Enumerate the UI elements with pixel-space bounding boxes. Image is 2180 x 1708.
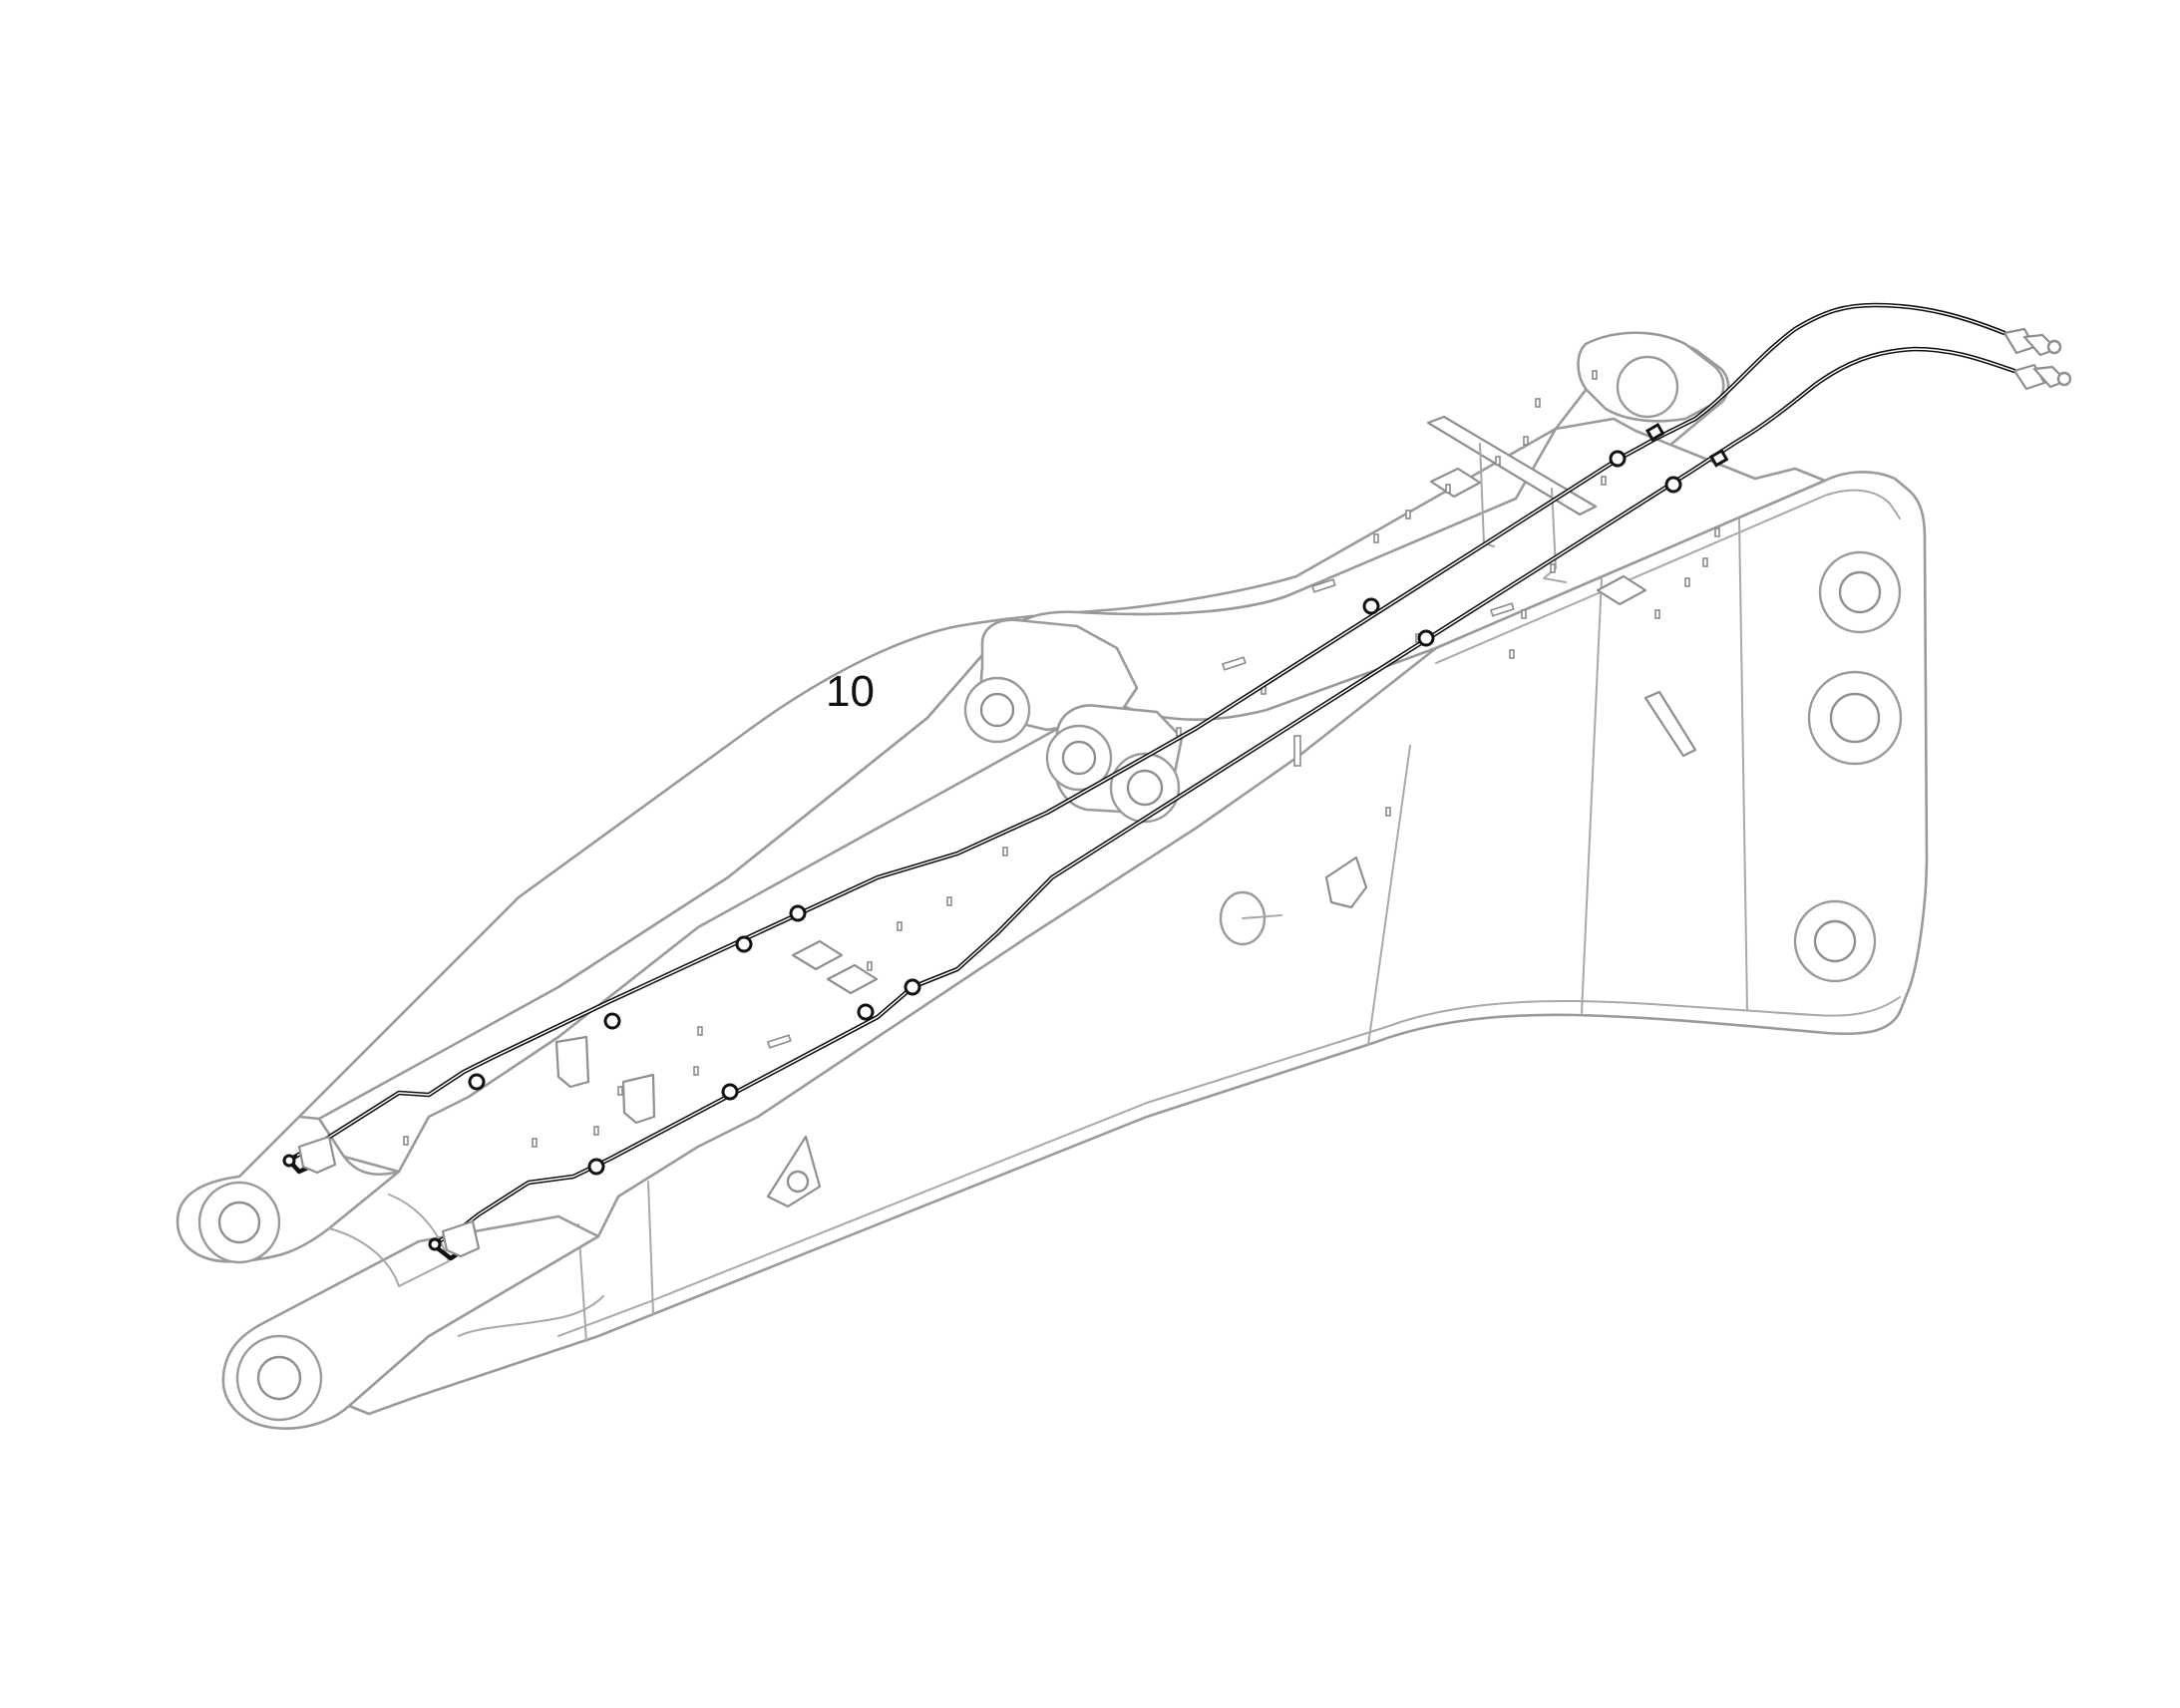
near-plate-lower-bevel (557, 996, 1901, 1337)
near-plate-seam-1 (1738, 517, 1748, 1010)
lower-hose (458, 1295, 604, 1337)
boom-top-deck (317, 417, 1827, 1174)
foot-fitting-near (428, 1237, 442, 1251)
foot-fitting-far (282, 1154, 296, 1168)
deck-pad-3 (791, 939, 844, 971)
angled-tab (1643, 690, 1697, 758)
callout-label-10: 10 (826, 667, 875, 716)
deck-slot-1 (1310, 578, 1336, 593)
pin-bore-bottom (1813, 919, 1857, 963)
foot-pin-far-inner (217, 1200, 261, 1244)
deck-slot-4 (766, 1034, 792, 1049)
bracket-pin-right-inner (1126, 769, 1164, 807)
deck-slot-5 (1293, 735, 1301, 767)
near-plate-seam-3 (1367, 745, 1411, 1046)
deck-pad-2 (1596, 574, 1647, 606)
hose-support-post-right (1543, 488, 1567, 583)
bracket-pin-near-inner (1061, 740, 1097, 776)
near-plate-bevel (1435, 489, 1901, 664)
near-plate-seam-4 (647, 1181, 654, 1315)
pipe-clamps (468, 422, 1729, 1176)
lifting-lug-upper (1324, 855, 1368, 909)
foot-crossbar (328, 1194, 450, 1287)
quick-couplers (2002, 327, 2072, 391)
side-boss-stem (1242, 914, 1282, 919)
pin-bore-top (1838, 570, 1882, 614)
deck-tab-2 (621, 1073, 656, 1125)
foot-valve-block-near (441, 1219, 481, 1258)
near-plate-seam-2 (1581, 577, 1603, 1014)
deck-slot-2 (1489, 602, 1515, 617)
far-end-boss (1616, 355, 1679, 419)
pin-bore-middle (1829, 692, 1881, 744)
deck-tab-1 (554, 1035, 590, 1089)
hose-support-beam (1426, 415, 1598, 516)
foot-pin-near-inner (256, 1355, 302, 1401)
bracket-pin-far-inner (979, 692, 1015, 728)
foot-valve-block-far (297, 1135, 337, 1175)
hydraulic-line-near-core (438, 348, 2015, 1242)
deck-pad-4 (826, 963, 879, 995)
boom-near-side-plate (347, 471, 1929, 1416)
lifting-lug-lower-hole (786, 1170, 810, 1194)
hydraulic-line-far-core (294, 304, 2005, 1158)
deck-slot-3 (1221, 656, 1247, 671)
